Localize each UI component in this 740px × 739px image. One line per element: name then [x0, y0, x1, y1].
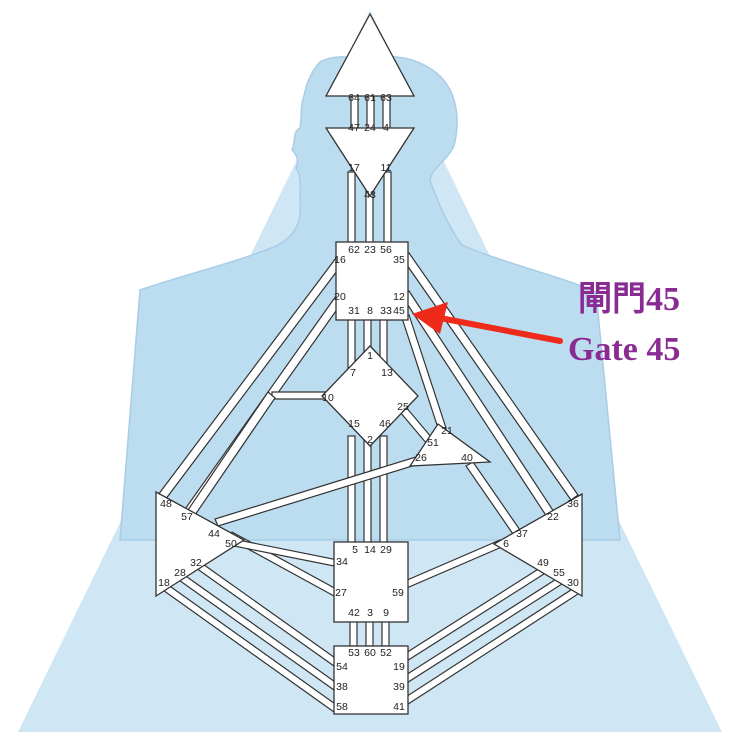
spleen-center: [155, 490, 246, 598]
gate-label-45: 45: [393, 305, 405, 317]
head-center: [324, 12, 416, 97]
gate-label-42: 42: [348, 607, 360, 619]
channel-17-62: [347, 171, 356, 249]
gate-label-43: 43: [364, 189, 376, 201]
gate-label-53: 53: [348, 647, 360, 659]
channel-2-14: [363, 439, 372, 547]
g-center: [321, 345, 419, 447]
gate-label-33: 33: [380, 305, 392, 317]
sacral-center: [333, 541, 409, 623]
gate-label-15: 15: [348, 418, 360, 430]
callout-label-english: Gate 45: [568, 331, 680, 368]
gate-label-17: 17: [348, 162, 360, 174]
gate-label-16: 16: [334, 254, 346, 266]
gate-label-32: 32: [190, 557, 202, 569]
gate-label-56: 56: [380, 244, 392, 256]
gate-label-5: 5: [352, 544, 358, 556]
gate-label-44: 44: [208, 528, 220, 540]
gate-label-41: 41: [393, 701, 405, 713]
gate-label-37: 37: [516, 528, 528, 540]
channel-9-52: [381, 619, 390, 647]
gate-label-7: 7: [350, 367, 356, 379]
ajna-center: [324, 127, 416, 198]
gate-label-35: 35: [393, 254, 405, 266]
channels: [157, 95, 579, 713]
gate-label-57: 57: [181, 511, 193, 523]
throat-center: [335, 241, 409, 321]
channel-11-56: [383, 171, 392, 249]
gate-label-19: 19: [393, 661, 405, 673]
gate-label-54: 54: [336, 661, 348, 673]
centers: [155, 12, 583, 715]
gate-label-50: 50: [225, 538, 237, 550]
gate-label-25: 25: [397, 401, 409, 413]
gate-label-39: 39: [393, 681, 405, 693]
gate-label-8: 8: [367, 305, 373, 317]
gate-label-62: 62: [348, 244, 360, 256]
gate-label-27: 27: [335, 587, 347, 599]
gate-label-29: 29: [380, 544, 392, 556]
gate-label-13: 13: [381, 367, 393, 379]
channel-42-53: [349, 619, 358, 647]
gate-label-28: 28: [174, 567, 186, 579]
ego-center: [408, 423, 492, 467]
gate-label-52: 52: [380, 647, 392, 659]
gate-label-51: 51: [427, 437, 439, 449]
gate-label-26: 26: [415, 452, 427, 464]
callout-arrow: [412, 302, 563, 344]
gate-label-63: 63: [380, 92, 392, 104]
gate-label-23: 23: [364, 244, 376, 256]
gate-label-47: 47: [348, 122, 360, 134]
gate-label-24: 24: [364, 122, 376, 134]
gate-label-9: 9: [383, 607, 389, 619]
gate-label-34: 34: [336, 556, 348, 568]
gate-label-1: 1: [367, 350, 373, 362]
solar-plexus-center: [492, 492, 583, 598]
gate-label-55: 55: [553, 567, 565, 579]
gate-label-46: 46: [379, 418, 391, 430]
gate-label-31: 31: [348, 305, 360, 317]
channel-31-7: [347, 317, 356, 369]
gate-label-14: 14: [364, 544, 376, 556]
gate-label-20: 20: [334, 291, 346, 303]
gate-label-60: 60: [364, 647, 376, 659]
gate-label-11: 11: [381, 162, 392, 174]
gate-label-6: 6: [503, 538, 509, 550]
channel-46-29: [379, 435, 388, 547]
gate-label-3: 3: [367, 607, 373, 619]
channel-15-5: [347, 435, 356, 547]
gate-label-61: 61: [364, 92, 376, 104]
gate-label-64: 64: [348, 92, 360, 104]
callout-label-chinese: 閘門45: [578, 281, 680, 318]
gate-label-22: 22: [547, 511, 559, 523]
gate-label-10: 10: [322, 392, 334, 404]
root-center: [333, 645, 409, 715]
gate-label-4: 4: [383, 122, 389, 134]
gate-label-30: 30: [567, 577, 579, 589]
gate-label-2: 2: [367, 434, 373, 446]
gate-label-21: 21: [441, 425, 453, 437]
gate-label-49: 49: [537, 557, 549, 569]
gate-label-12: 12: [393, 291, 405, 303]
gate-label-40: 40: [461, 452, 473, 464]
gate-label-58: 58: [336, 701, 348, 713]
gate-label-38: 38: [336, 681, 348, 693]
channel-3-60: [365, 619, 374, 647]
gate-label-59: 59: [392, 587, 404, 599]
gate-label-48: 48: [160, 498, 172, 510]
gate-label-18: 18: [158, 577, 170, 589]
gate-label-36: 36: [567, 498, 579, 510]
